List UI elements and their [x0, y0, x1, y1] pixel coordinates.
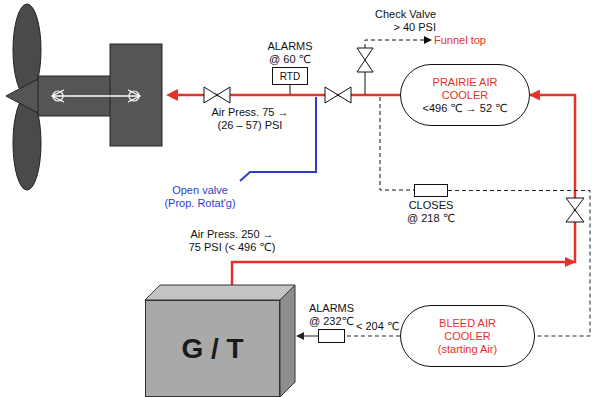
branch-line: [365, 72, 366, 94]
shaft-symbol: [53, 91, 63, 101]
shaft-symbol: [52, 90, 64, 102]
check-valve-symbol: [357, 48, 373, 60]
valve-symbol: [204, 87, 217, 103]
valve-symbol: [566, 198, 584, 210]
control-line: [345, 336, 400, 337]
shaft-housing: [110, 44, 162, 146]
propeller-hub: [6, 78, 40, 114]
shaft-symbol: [129, 91, 139, 101]
node-text: (starting Air): [438, 343, 497, 356]
node-text: <496 ℃ → 52 ℃: [423, 102, 508, 115]
sensor-box: ALARMS @ 60 ℃RTD: [272, 67, 308, 85]
node-text: BLEED AIR COOLER: [432, 317, 504, 343]
node-text: G / T: [181, 333, 243, 365]
control-note: Open valve (Prop. Rotat'g): [160, 184, 240, 210]
valve-symbol: [217, 87, 230, 103]
temperature-note: < 204 ℃: [356, 320, 399, 333]
temperature-switch: CLOSES @ 218 ℃: [414, 184, 448, 197]
vent-line: [365, 40, 425, 48]
edge-label: Air Press. 250 → 75 PSI (< 496 ℃): [186, 228, 278, 254]
destination-label: Funnel top: [434, 34, 486, 47]
pressure-note: Air Press. 75 → (26 – 57) PSI: [203, 106, 297, 132]
valve-note: Check Valve > 40 PSI: [368, 8, 436, 34]
node-text: RTD: [280, 70, 300, 83]
arrowhead: [166, 89, 178, 101]
shaft-line: [52, 95, 140, 97]
shaft-symbol: [128, 90, 140, 102]
cooler-vessel: PRAIRIE AIR COOLER<496 ℃ → 52 ℃: [400, 64, 530, 126]
valve-symbol: [566, 210, 584, 222]
arrowhead: [565, 257, 576, 267]
gas-turbine: G / T: [145, 300, 280, 397]
turbine-side-face: [280, 285, 295, 397]
valve-symbol: [325, 87, 338, 103]
check-valve-symbol: [357, 60, 373, 72]
cooler-vessel: BLEED AIR COOLER(starting Air): [400, 305, 535, 367]
alarm-sensor: ALARMS @ 232℃: [318, 329, 345, 343]
node-heading: ALARMS @ 232℃: [306, 302, 358, 328]
sensor-leader: [290, 84, 291, 94]
signal-line: [297, 336, 318, 337]
hot-air-pipe: [232, 95, 575, 300]
node-heading: ALARMS @ 60 ℃: [261, 40, 319, 66]
arrowhead: [424, 36, 432, 44]
node-text: PRAIRIE AIR COOLER: [426, 76, 504, 102]
valve-symbol: [338, 87, 351, 103]
turbine-top-face: [145, 285, 295, 300]
node-heading: CLOSES @ 218 ℃: [405, 199, 457, 225]
